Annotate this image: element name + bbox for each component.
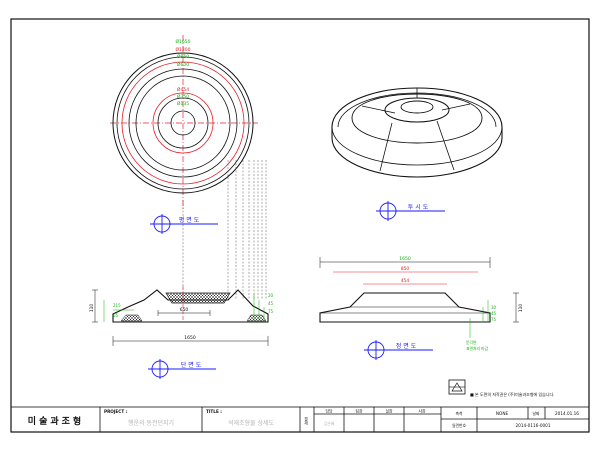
elevation-note: 표면처리 마감 (466, 346, 489, 351)
drawing-no-value: 2014-0116-0001 (516, 423, 551, 428)
elevation-dim-top: 454 (401, 278, 410, 284)
section-dim-mid: 650 (180, 307, 189, 313)
plan-dim-label: Ø1300 (176, 46, 191, 53)
plan-outer-circle (112, 52, 254, 194)
section-dim-height: 110 (89, 304, 95, 313)
plan-red-circle (121, 61, 245, 185)
copyright-notice: ■ 본 도면의 저작권은 (주)미술과조형에 있습니다. (470, 391, 554, 397)
perspective-view: 투시도 (331, 87, 503, 221)
elevation-dim-mid: 850 (401, 266, 410, 272)
section-view-label: 단면도 (148, 359, 216, 379)
section-dim-right: 45 (268, 301, 274, 306)
plan-view: Ø1650 Ø1300 Ø850 Ø600 Ø454 Ø350 Ø135 평면도 (110, 35, 267, 300)
title-label: TITLE : (206, 409, 222, 414)
section-dim-left: 65 (113, 313, 119, 318)
elevation-view-title: 정면도 (396, 342, 419, 350)
elevation-dim-height: 110 (518, 304, 524, 313)
approval-col-header: 사장 (419, 409, 426, 414)
plan-circle (157, 97, 209, 149)
date-value: 2014.01.16 (555, 411, 579, 416)
approval-col-header: 팀장 (356, 409, 363, 414)
section-dim-right: 20 (268, 293, 274, 298)
drawing-no-label: 일련번호 (452, 423, 466, 428)
project-value: 행운의 동전던지기 (128, 419, 174, 427)
plan-view-title: 평면도 (179, 216, 202, 224)
title-value: 석재조형물 상세도 (228, 419, 275, 427)
company-logo (448, 379, 466, 395)
elevation-dim-right: 45 (491, 311, 497, 316)
plan-dim-label: Ø600 (177, 61, 189, 68)
plan-circle (135, 75, 231, 171)
staff-name: 김은혜 (324, 421, 335, 426)
plan-dim-label: Ø135 (177, 100, 189, 107)
plan-red-circle (152, 92, 214, 154)
approval-col-header: 실장 (386, 409, 393, 414)
section-hatch (165, 292, 231, 304)
plan-dim-label: Ø454 (177, 86, 189, 93)
plan-dim-label: Ø850 (177, 53, 189, 60)
elevation-dim-lines (319, 257, 519, 323)
title-block (10, 406, 590, 433)
elevation-dim-overall: 1650 (399, 256, 411, 262)
perspective-view-label: 투시도 (376, 201, 445, 221)
elevation-dim-right: 75 (491, 317, 497, 322)
plan-circle (116, 56, 250, 190)
section-dim-left: 215 (113, 303, 121, 308)
perspective-view-title: 투시도 (408, 204, 431, 211)
plan-dim-label: Ø350 (177, 93, 189, 100)
elevation-view-label: 정면도 (364, 340, 433, 360)
company-name: 미술과조형 (28, 415, 84, 427)
elevation-dim-right: 30 (491, 305, 497, 310)
section-dim-right: 75 (268, 309, 274, 314)
sheet-frame (10, 18, 590, 433)
approval-col-header: 담당 (326, 409, 333, 414)
plan-dim-label: Ø1650 (176, 38, 191, 45)
section-view: 1650 650 110 215 65 20 45 75 단면도 (89, 286, 274, 379)
date-label: 날짜 (533, 411, 540, 416)
project-label: PROJECT : (104, 409, 128, 414)
plan-view-label: 평면도 (150, 214, 218, 234)
section-dim-overall: 1650 (184, 335, 196, 341)
plan-circle (128, 68, 238, 178)
section-dim-lines (92, 289, 269, 346)
elevation-note: 운각면 (466, 340, 477, 345)
scale-label: 축척 (456, 411, 463, 416)
elevation-view: 1650 850 454 110 30 45 75 운각면 표면처리 마감 정면… (319, 256, 524, 360)
plan-inner-circle (170, 110, 196, 136)
scale-value: NONE (496, 411, 509, 416)
approval-label: 결재 (303, 417, 309, 426)
section-view-title: 단면도 (181, 361, 204, 369)
projection-lines (182, 160, 267, 300)
